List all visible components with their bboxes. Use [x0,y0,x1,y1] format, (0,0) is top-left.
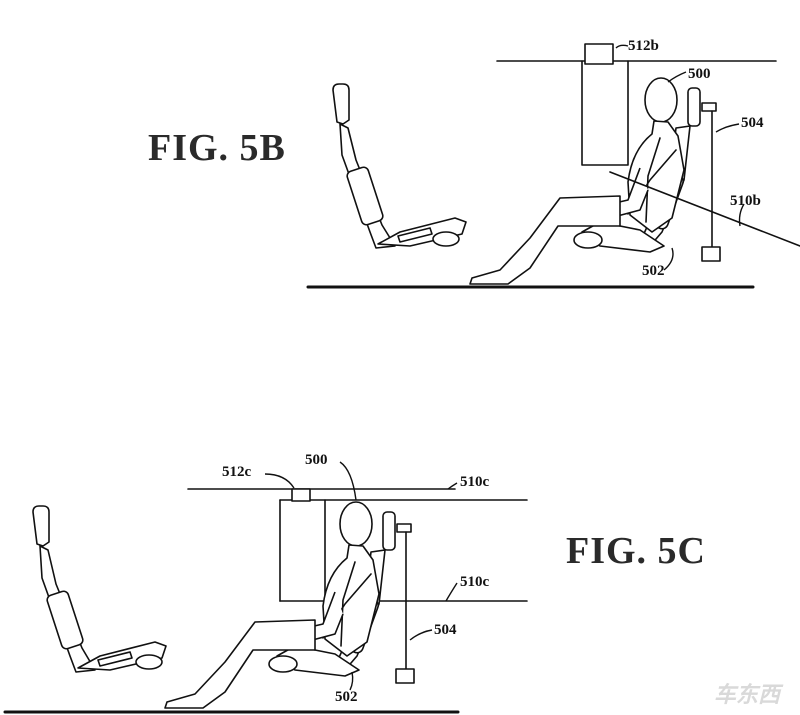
label-502-5c: 502 [335,689,358,705]
figure-5b-title: FIG. 5B [148,127,286,169]
pole-5c [395,523,415,684]
label-510c-mid: 510c [460,574,490,590]
figure-5c: FIG. 5C [3,452,706,714]
figure-5b: FIG. 5B [148,38,800,289]
ceiling-box-5c [291,488,311,502]
label-504-5c: 504 [434,622,457,638]
label-510c-top: 510c [460,474,490,490]
occupant-seat-5b [469,77,701,285]
figure-5c-title: FIG. 5C [566,530,706,572]
ceiling-box-5b [584,43,614,65]
pole-5b [701,102,721,262]
label-500-5c: 500 [305,452,328,468]
watermark: 车东西 [714,682,784,708]
label-502-5b: 502 [642,263,665,279]
diagonal-line-5b [609,171,800,247]
occupant-seat-5c [164,501,396,709]
empty-seat-5c [32,505,167,673]
label-512b: 512b [628,38,659,54]
partition-panel-5b [581,60,629,166]
empty-seat-5b [332,83,467,249]
label-500-5b: 500 [688,66,711,82]
label-512c: 512c [222,464,252,480]
label-504-5b: 504 [741,115,764,131]
label-510b: 510b [730,193,761,209]
